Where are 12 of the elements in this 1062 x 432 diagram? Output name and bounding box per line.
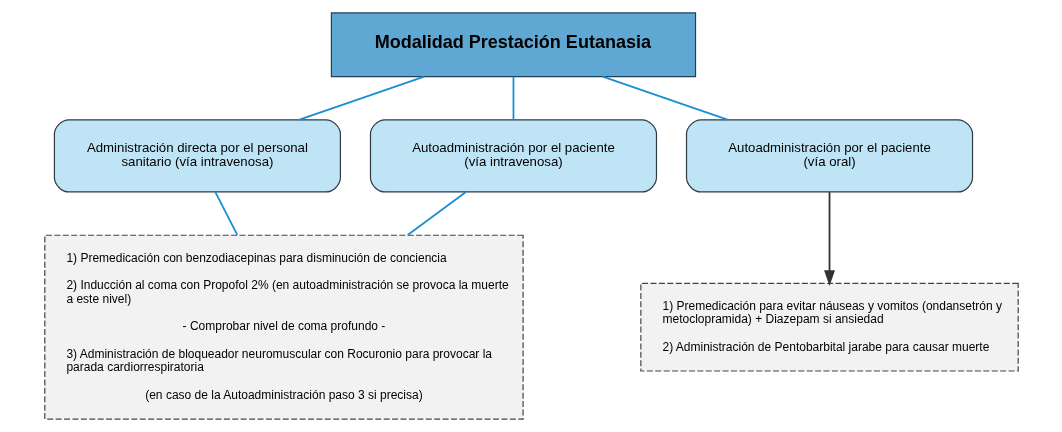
node-box: Administración directa por el personal sanitario (vía intravenosa) [53, 119, 341, 193]
connector [297, 75, 425, 121]
connector [512, 75, 514, 121]
node-box: Autoadministración por el paciente (vía oral) [685, 119, 973, 193]
connector [213, 191, 238, 236]
node-box: Modalidad Prestación Eutanasia [330, 12, 696, 78]
connector [406, 191, 467, 236]
node-box: 1) Premedicación para evitar náuseas y vomitos (ondansetrón y metoclopramida) + Diazepam si ansiedad 2) Administración de Pentobarbital jarabe para causar muerte [639, 282, 1019, 372]
node-box: 1) Premedicación con benzodiacepinas para disminución de conciencia 2) Inducción al coma con Propofol 2% (en autoadministración se provoca la muerte a este nivel) - Comprobar nivel de coma profundo - 3) Administración de bloqueador neuromuscular con Rocuronio para provocar la parada cardiorrespiratoria (en caso de la Autoadministración paso 3 si precisa) [43, 234, 524, 420]
node-box: Autoadministración por el paciente (vía intravenosa) [369, 119, 657, 193]
arrow [823, 191, 835, 286]
connector [601, 75, 729, 121]
